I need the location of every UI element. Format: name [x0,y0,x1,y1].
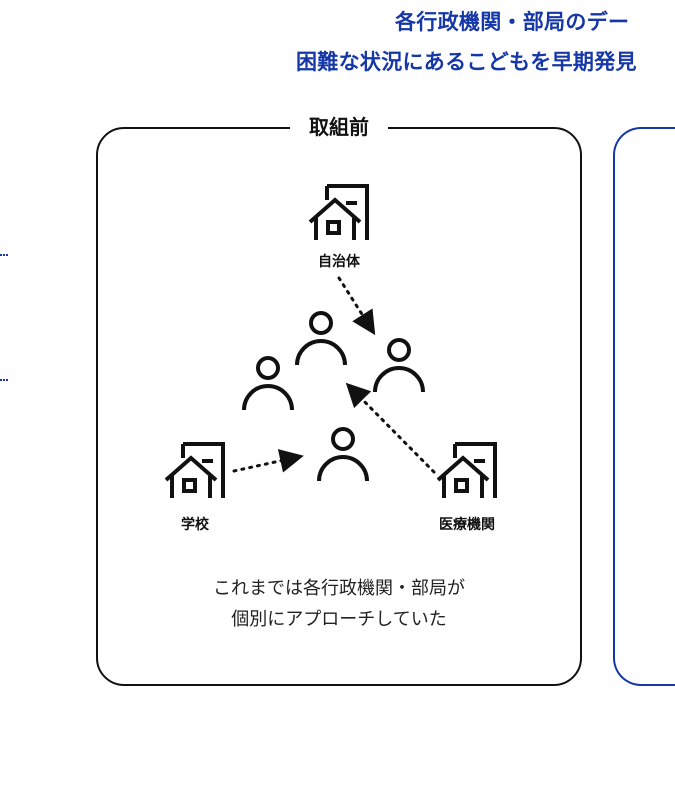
building-house-icon [308,184,369,242]
node-label-medical: 医療機関 [439,517,495,533]
before-panel-title: 取組前 [290,113,388,141]
building-house-icon [436,442,497,500]
building-house-icon [164,442,225,500]
caption-line-2: 個別にアプローチしていた [231,609,447,630]
person-icon [295,311,347,367]
dotted-arrow [232,449,304,473]
dotted-arrow [337,276,376,336]
person-icon [373,338,425,394]
person-icon [242,356,294,412]
headline-line-1: 各行政機関・部局のデー [395,10,630,34]
left-dotted-divider [0,379,8,381]
headline-line-2: 困難な状況にあるこどもを早期発見 [296,50,637,74]
person-icon [317,427,369,483]
caption-line-1: これまでは各行政機関・部局が [213,578,465,599]
node-label-municipality: 自治体 [318,254,360,270]
left-dotted-divider [0,254,8,256]
node-label-school: 学校 [181,517,209,533]
after-panel [613,127,675,686]
dotted-arrow [345,382,436,474]
